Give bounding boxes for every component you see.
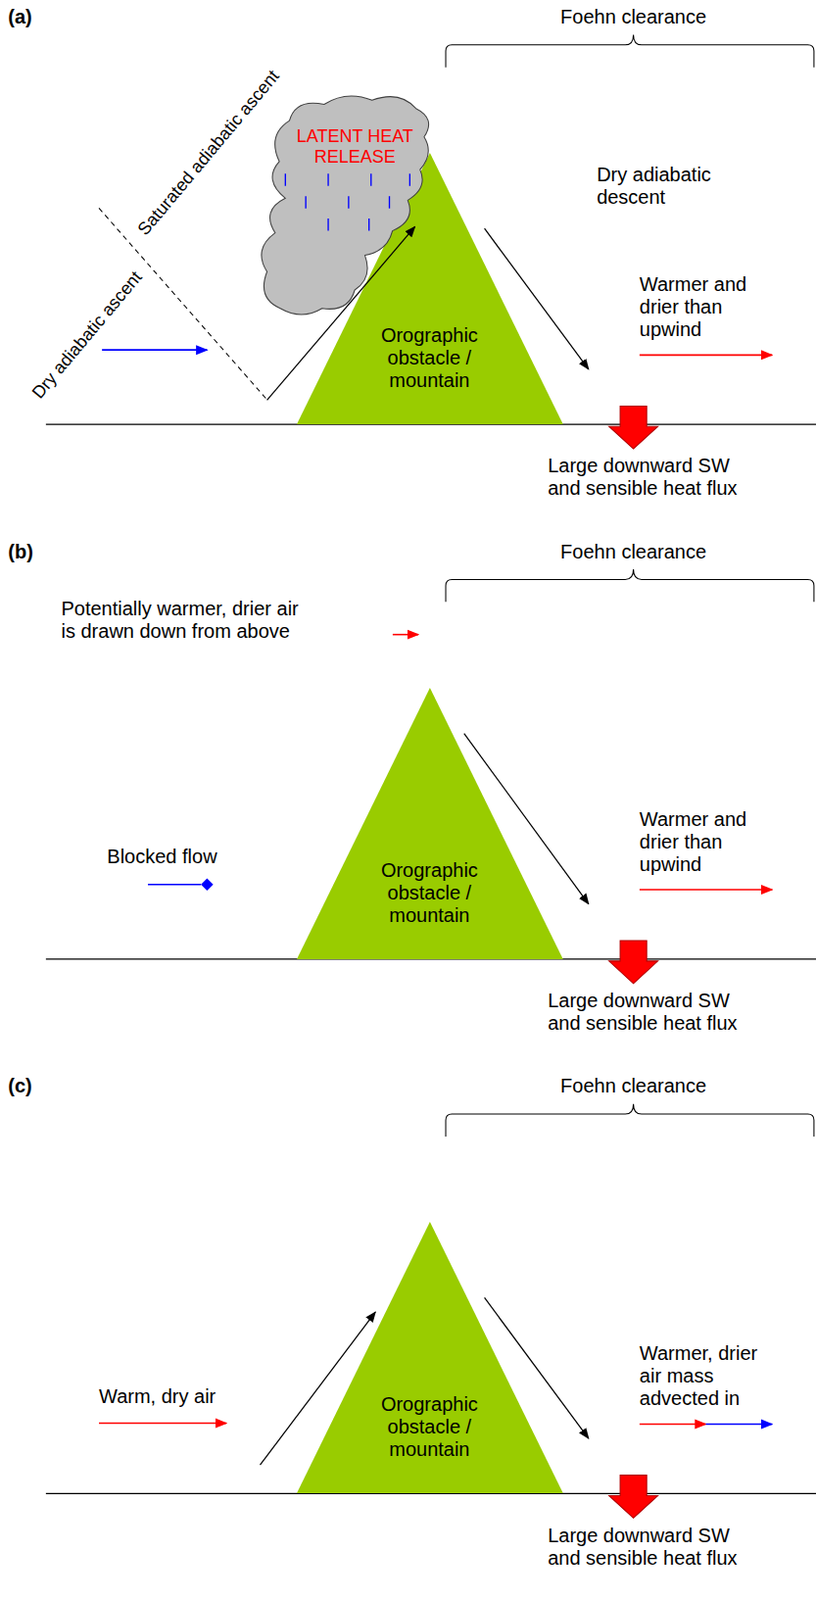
- mountain-triangle: [296, 152, 564, 425]
- process-label: Saturated adiabatic ascent: [134, 66, 285, 240]
- label-holder: (c): [7, 1074, 32, 1098]
- flux-arrow: [609, 1475, 659, 1519]
- rain-tick: [328, 218, 330, 231]
- cloud-shape: LATENT HEAT RELEASE: [252, 92, 447, 322]
- label-holder: Blocked flow: [106, 845, 217, 868]
- node-text-holder: Orographic obstacle / mountain: [360, 324, 498, 392]
- airflow-note: Warmer and drier than upwind: [639, 808, 768, 876]
- rain-tick: [370, 173, 372, 186]
- label-holder: Warmer and drier than upwind: [639, 273, 768, 341]
- airflow-note: Potentially warmer, drier air is drawn d…: [60, 597, 311, 643]
- airflow-note: Warm, dry air: [98, 1385, 216, 1408]
- airflow-note: Warmer and drier than upwind: [639, 273, 768, 341]
- process-label: Dry adiabatic descent: [596, 163, 734, 209]
- panel-letter: (c): [7, 1074, 32, 1098]
- flux-note: Large downward SW and sensible heat flux: [547, 454, 749, 500]
- label-holder: Dry adiabatic ascent: [27, 266, 146, 402]
- mountain-label: Orographic obstacle / mountain: [360, 324, 498, 392]
- rain-tick: [305, 195, 307, 208]
- flow-arrow: [392, 633, 419, 636]
- region-label: Foehn clearance: [535, 5, 732, 29]
- flux-arrow: [609, 940, 659, 984]
- airflow-note: Warmer, drier air mass advected in: [639, 1342, 772, 1410]
- region-label: Foehn clearance: [535, 1074, 732, 1098]
- process-label: Dry adiabatic ascent: [27, 266, 146, 402]
- flow-arrow: [639, 888, 772, 891]
- mountain-shape: Orographic obstacle / mountain: [296, 687, 564, 960]
- node-text-holder: Orographic obstacle / mountain: [360, 859, 498, 927]
- label-holder: Warmer, drier air mass advected in: [639, 1342, 772, 1410]
- rain-tick: [388, 195, 390, 208]
- flow-arrow: [101, 348, 207, 351]
- clearance-bracket: [445, 34, 815, 67]
- flow-arrow: [639, 1423, 707, 1426]
- flux-arrow: [609, 405, 659, 449]
- label-holder: Large downward SW and sensible heat flux: [547, 1524, 749, 1570]
- label-holder: Large downward SW and sensible heat flux: [547, 989, 749, 1035]
- clearance-bracket: [445, 569, 815, 602]
- label-holder: (b): [7, 540, 34, 564]
- panel-letter: (a): [7, 5, 32, 29]
- label-holder: Large downward SW and sensible heat flux: [547, 454, 749, 500]
- blocked-flow-diamond: [200, 878, 213, 891]
- node-text-holder: LATENT HEAT RELEASE: [281, 126, 429, 167]
- cloud-shape-outline: [252, 92, 447, 322]
- node-text-holder: Orographic obstacle / mountain: [360, 1392, 498, 1461]
- label-holder: Dry adiabatic descent: [596, 163, 734, 209]
- mountain-shape: Orographic obstacle / mountain: [296, 1221, 564, 1493]
- mountain-triangle: [296, 1221, 564, 1493]
- label-holder: Saturated adiabatic ascent: [134, 66, 285, 240]
- panel-letter: (b): [7, 540, 34, 564]
- region-label: Foehn clearance: [535, 540, 732, 564]
- flux-note: Large downward SW and sensible heat flux: [547, 1524, 749, 1570]
- rain-tick: [368, 218, 370, 231]
- flux-note: Large downward SW and sensible heat flux: [547, 989, 749, 1035]
- flow-arrow: [639, 354, 772, 357]
- label-holder: Warm, dry air: [98, 1385, 216, 1408]
- clearance-bracket: [445, 1104, 815, 1137]
- rain-tick: [285, 173, 287, 186]
- rain-tick: [347, 195, 349, 208]
- mountain-triangle: [296, 687, 564, 960]
- flow-arrow: [98, 1422, 227, 1425]
- mountain-label: Orographic obstacle / mountain: [360, 859, 498, 927]
- rain-tick: [328, 173, 330, 186]
- label-holder: Foehn clearance: [535, 540, 732, 564]
- blocked-flow-line: [147, 883, 201, 886]
- label-holder: Warmer and drier than upwind: [639, 808, 768, 876]
- label-holder: Foehn clearance: [535, 5, 732, 29]
- airflow-note: Blocked flow: [106, 845, 217, 868]
- label-holder: (a): [7, 5, 32, 29]
- label-holder: Foehn clearance: [535, 1074, 732, 1098]
- mountain-label: Orographic obstacle / mountain: [360, 1392, 498, 1461]
- cloud-label: LATENT HEAT RELEASE: [281, 126, 429, 167]
- flow-arrow: [706, 1423, 773, 1426]
- label-holder: Potentially warmer, drier air is drawn d…: [60, 597, 311, 643]
- rain-tick: [409, 173, 411, 186]
